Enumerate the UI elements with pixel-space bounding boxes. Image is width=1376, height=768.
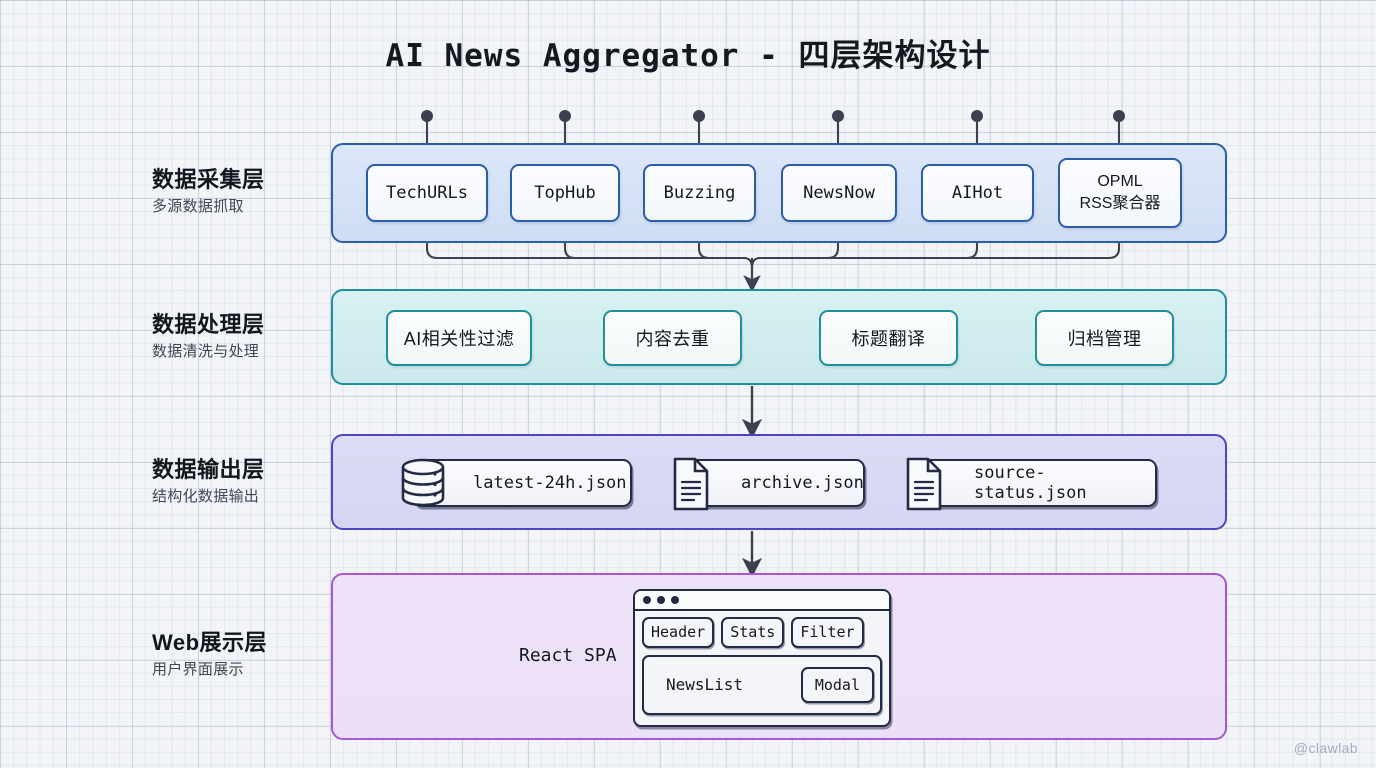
source-label: NewsNow xyxy=(803,183,875,203)
source-label: TechURLs xyxy=(386,183,468,203)
browser-content: Header Stats Filter NewsList Modal xyxy=(635,611,889,721)
layer-subtitle: 结构化数据输出 xyxy=(152,487,260,505)
source-label: AIHot xyxy=(951,183,1004,203)
component-filter[interactable]: Filter xyxy=(791,617,864,648)
source-label-line2: RSS聚合器 xyxy=(1079,195,1161,212)
source-label: TopHub xyxy=(534,183,596,203)
source-label: Buzzing xyxy=(663,183,736,203)
process-label: 内容去重 xyxy=(635,329,710,349)
document-icon xyxy=(906,457,942,511)
component-newslist-panel[interactable]: NewsList Modal xyxy=(642,654,882,715)
layer-label-output: 数据输出层 结构化数据输出 xyxy=(152,456,265,507)
output-file-source-status[interactable]: source-status.json xyxy=(914,459,1157,507)
source-label-line1: OPML xyxy=(1097,173,1143,191)
source-node-aihot[interactable]: AIHot xyxy=(921,164,1034,222)
window-close-dot-icon xyxy=(643,596,651,604)
component-newslist-label: NewsList xyxy=(666,675,744,695)
output-file-label: archive.json xyxy=(741,473,864,493)
source-node-opml-rss[interactable]: OPML RSS聚合器 xyxy=(1058,158,1182,228)
source-node-tophub[interactable]: TopHub xyxy=(510,164,620,222)
react-spa-label: React SPA xyxy=(519,645,617,666)
layer-subtitle: 多源数据抓取 xyxy=(152,197,244,215)
browser-mockup: Header Stats Filter NewsList Modal xyxy=(633,589,891,727)
component-modal[interactable]: Modal xyxy=(800,666,874,703)
layer-title: 数据处理层 xyxy=(152,312,265,337)
component-header[interactable]: Header xyxy=(642,617,715,648)
process-label: 归档管理 xyxy=(1067,329,1142,349)
process-step-translate[interactable]: 标题翻译 xyxy=(819,310,958,366)
layer-title: 数据输出层 xyxy=(152,457,265,482)
process-label: AI相关性过滤 xyxy=(403,329,515,349)
layer-subtitle: 数据清洗与处理 xyxy=(152,342,260,360)
component-row-top: Header Stats Filter xyxy=(642,617,882,648)
process-label: 标题翻译 xyxy=(851,329,926,349)
output-file-label: latest-24h.json xyxy=(473,473,627,493)
page-title: AI News Aggregator - 四层架构设计 xyxy=(385,38,991,74)
output-file-latest-24h[interactable]: latest-24h.json xyxy=(413,459,632,507)
layer-title: 数据采集层 xyxy=(152,167,265,192)
component-stats[interactable]: Stats xyxy=(721,617,785,648)
layer-label-collection: 数据采集层 多源数据抓取 xyxy=(152,166,265,217)
source-node-techurls[interactable]: TechURLs xyxy=(366,164,488,222)
watermark: @clawlab xyxy=(1293,740,1358,756)
layer-label-processing: 数据处理层 数据清洗与处理 xyxy=(152,311,265,362)
layer-subtitle: 用户界面展示 xyxy=(152,660,244,678)
document-icon xyxy=(673,457,709,511)
window-minimize-dot-icon xyxy=(657,596,665,604)
output-file-archive[interactable]: archive.json xyxy=(681,459,865,507)
browser-titlebar xyxy=(635,591,889,611)
layer-title: Web展示层 xyxy=(152,630,268,655)
process-step-dedupe[interactable]: 内容去重 xyxy=(603,310,742,366)
window-maximize-dot-icon xyxy=(671,596,679,604)
source-node-buzzing[interactable]: Buzzing xyxy=(643,164,756,222)
process-step-archive[interactable]: 归档管理 xyxy=(1035,310,1174,366)
layer-label-web: Web展示层 用户界面展示 xyxy=(152,629,267,680)
output-file-label: source-status.json xyxy=(974,463,1087,503)
process-step-ai-filter[interactable]: AI相关性过滤 xyxy=(386,310,532,366)
source-node-newsnow[interactable]: NewsNow xyxy=(781,164,897,222)
database-icon xyxy=(401,458,445,507)
